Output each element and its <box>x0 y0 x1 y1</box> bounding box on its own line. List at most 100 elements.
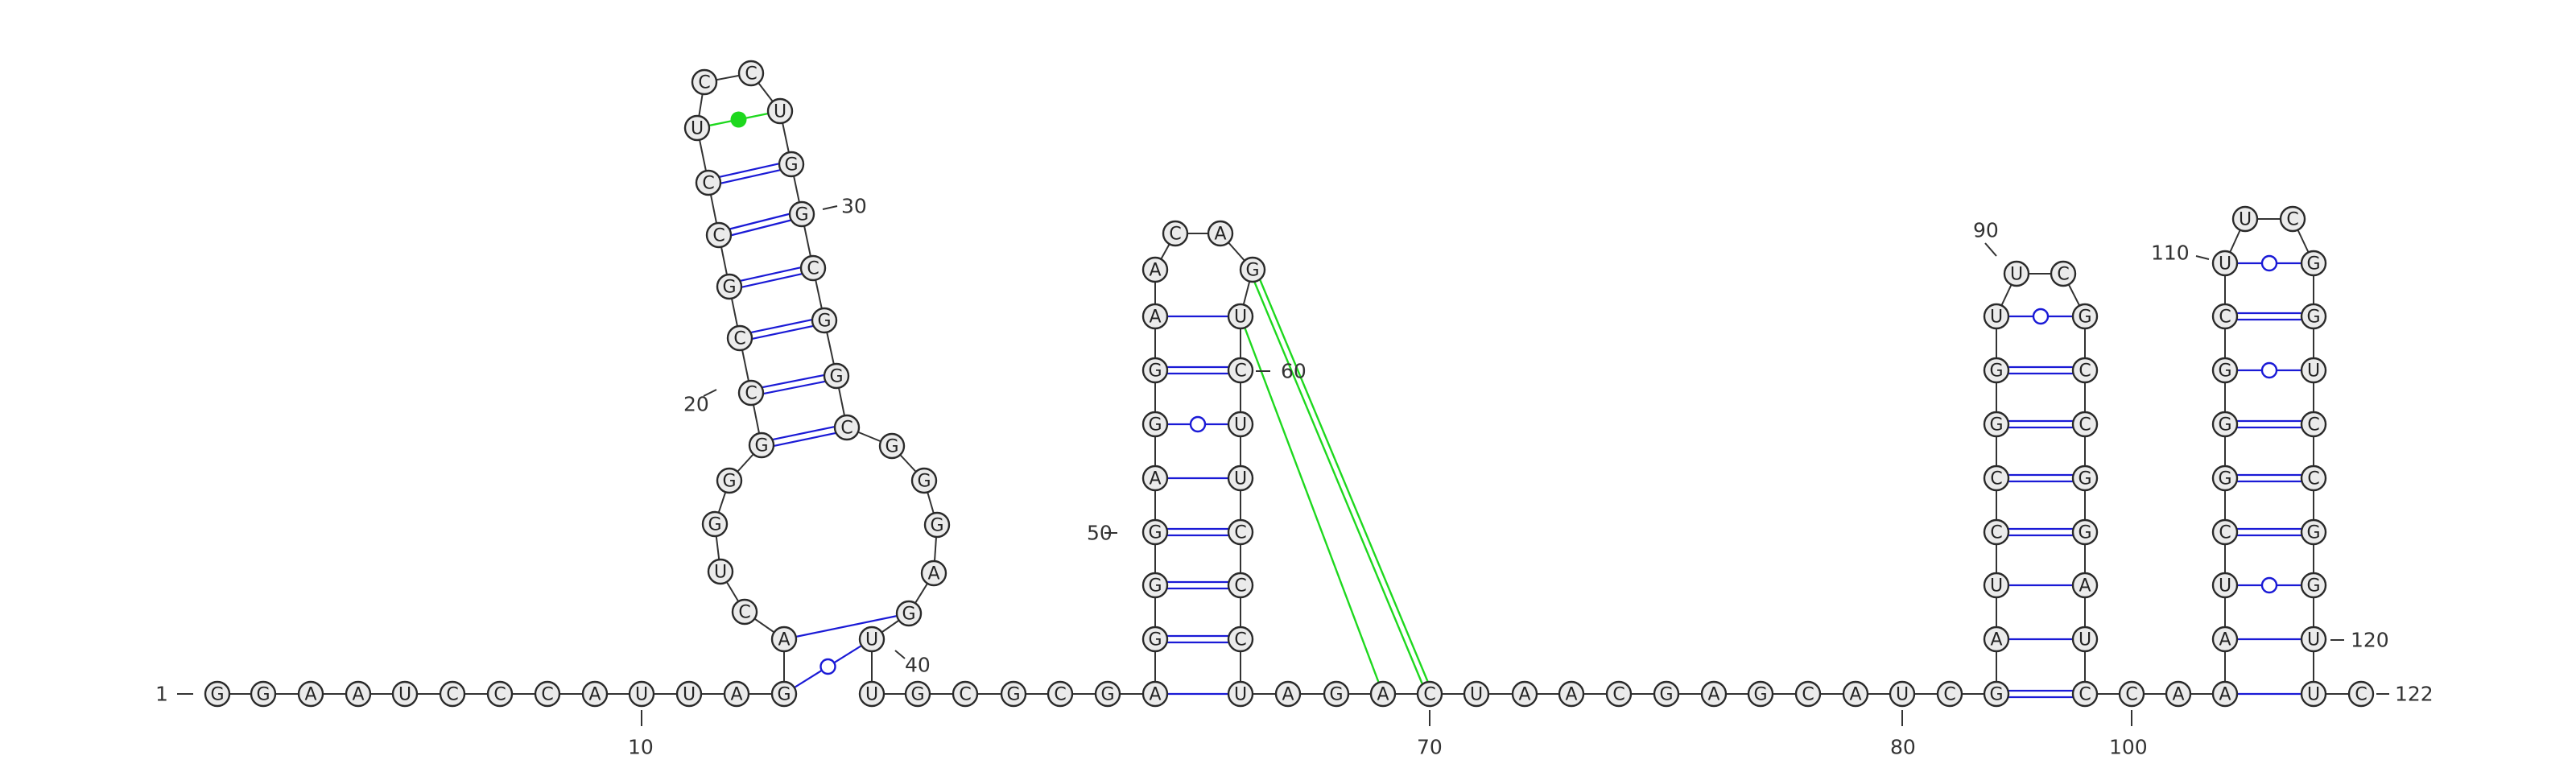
nucleotide-59: U <box>1227 303 1254 330</box>
nucleotide-circle <box>770 626 798 653</box>
nucleotide-letter: A <box>1149 308 1161 328</box>
nucleotide-circle <box>297 680 324 708</box>
nucleotide-circle <box>1227 465 1254 492</box>
nucleotide-letter: U <box>2307 361 2320 382</box>
nucleotide-letter: G <box>2218 415 2231 436</box>
nucleotide-circle <box>1141 626 1169 653</box>
nucleotide-letter: G <box>2306 308 2320 328</box>
nucleotide-circle <box>2300 626 2327 653</box>
nucleotide-circle <box>811 307 838 334</box>
canonical-pair-line <box>729 270 815 291</box>
nucleotide-circle <box>910 467 938 494</box>
nucleotide-45: C <box>1046 680 1074 708</box>
nucleotide-46: G <box>1094 680 1121 708</box>
nucleotide-letter: C <box>493 685 506 705</box>
nucleotide-letter: U <box>2307 685 2320 705</box>
nucleotide-circle <box>737 60 765 87</box>
nucleotide-letter: C <box>1169 225 1181 245</box>
nucleotide-circle <box>2071 680 2099 708</box>
nucleotide-44: G <box>1000 680 1027 708</box>
nucleotide-circle <box>1141 411 1169 438</box>
nucleotide-letter: G <box>795 205 808 225</box>
canonical-pair-line <box>707 160 791 181</box>
nucleotide-40: U <box>858 626 886 653</box>
nucleotide-circle <box>904 680 931 708</box>
nucleotide-circle <box>1983 626 2010 653</box>
nucleotide-83: A <box>1983 626 2010 653</box>
nucleotide-circle <box>1842 680 1869 708</box>
nucleotide-letter: A <box>1565 685 1577 705</box>
nucleotide-circle <box>858 626 886 653</box>
nucleotide-circle <box>737 379 765 407</box>
nucleotide-circle <box>2071 303 2099 330</box>
nucleotide-23: C <box>705 221 733 249</box>
nucleotide-circle <box>1141 357 1169 384</box>
nucleotide-circle <box>1046 680 1074 708</box>
nucleotide-60: C <box>1227 357 1254 384</box>
label-120: 120 <box>2351 629 2389 652</box>
nucleotide-18: G <box>716 467 743 494</box>
nucleotide-letter: C <box>702 174 714 194</box>
label-60: 60 <box>1281 360 1307 383</box>
nucleotide-42: G <box>904 680 931 708</box>
nucleotide-41: U <box>858 680 886 708</box>
nucleotide-88: G <box>1983 357 2010 384</box>
nucleotide-107: G <box>2211 411 2239 438</box>
nucleotide-letter: G <box>1989 415 2003 436</box>
nucleotide-letter: C <box>2079 415 2091 436</box>
nucleotide-letter: A <box>1214 225 1226 245</box>
nucleotide-circle <box>1227 411 1254 438</box>
nucleotide-64: C <box>1227 572 1254 599</box>
nucleotide-19: G <box>748 431 775 459</box>
nucleotide-letter: G <box>708 515 721 535</box>
nucleotide-67: A <box>1274 680 1302 708</box>
nucleotide-letter: G <box>2078 469 2091 489</box>
nucleotide-circle <box>1141 572 1169 599</box>
nucleotide-letter: G <box>1989 685 2003 705</box>
nucleotide-circle <box>1141 465 1169 492</box>
nucleotide-circle <box>1653 680 1680 708</box>
nucleotide-13: G <box>770 680 798 708</box>
nucleotide-61: U <box>1227 411 1254 438</box>
nucleotide-50: G <box>1141 518 1169 546</box>
nucleotide-letter: U <box>683 685 696 705</box>
canonical-pair-line <box>750 371 836 391</box>
nucleotide-letter: C <box>698 73 710 93</box>
nucleotide-122: C <box>2347 680 2375 708</box>
nucleotide-38: A <box>920 559 947 587</box>
nucleotide-65: C <box>1227 626 1254 653</box>
nucleotide-circle <box>1936 680 1963 708</box>
nucleotide-circle <box>2300 411 2327 438</box>
nucleotide-70: C <box>1416 680 1443 708</box>
nucleotide-letter: G <box>902 605 915 625</box>
nucleotide-circle <box>1983 518 2010 546</box>
nucleotide-119: G <box>2300 572 2327 599</box>
nucleotide-letter: C <box>2125 685 2137 705</box>
nucleotide-111: U <box>2231 205 2259 233</box>
nucleotide-113: G <box>2300 250 2327 277</box>
nucleotide-letter: U <box>1234 685 1247 705</box>
nucleotide-circle <box>1794 680 1822 708</box>
nucleotide-5: U <box>391 680 419 708</box>
nucleotide-circle <box>1983 680 2010 708</box>
nucleotide-103: A <box>2211 626 2239 653</box>
nucleotide-circle <box>1605 680 1633 708</box>
nucleotide-circle <box>1227 572 1254 599</box>
nucleotide-circle <box>1227 303 1254 330</box>
nucleotide-letter: C <box>712 226 724 246</box>
nucleotide-letter: C <box>2286 210 2298 230</box>
nucleotide-7: C <box>486 680 514 708</box>
nucleotide-91: C <box>2050 260 2077 287</box>
nucleotide-circle <box>799 254 827 282</box>
nucleotide-96: G <box>2071 518 2099 546</box>
nucleotide-letter: U <box>691 119 704 139</box>
nucleotide-letter: G <box>2078 523 2091 543</box>
nucleotide-circle <box>2211 465 2239 492</box>
nucleotide-circle <box>878 432 906 460</box>
nucleotide-73: A <box>1558 680 1585 708</box>
nucleotide-circle <box>788 200 815 228</box>
canonical-pair-line <box>719 216 803 239</box>
nucleotide-circle <box>1227 518 1254 546</box>
label-122: 122 <box>2395 683 2434 706</box>
